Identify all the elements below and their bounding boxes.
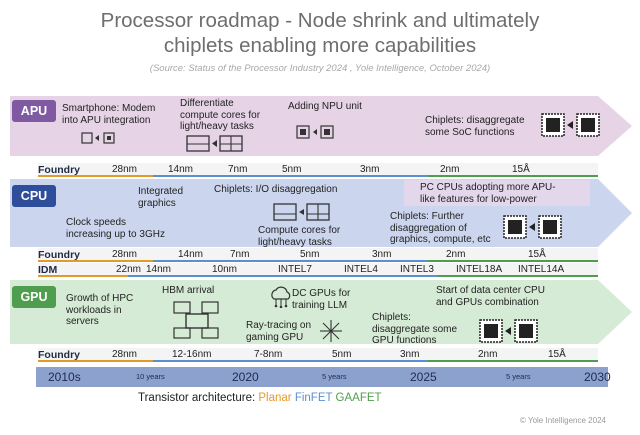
- cloud-network-icon: [271, 286, 291, 308]
- cpu-node: 7nm: [230, 249, 250, 260]
- cpu-node: 2nm: [446, 249, 466, 260]
- npu-chip-icon: [296, 125, 334, 139]
- firework-burst-icon: [320, 320, 342, 342]
- transistor-finfet: FinFET: [294, 392, 333, 404]
- cpu-text-chiplets: Chiplets: Further disaggregation of grap…: [390, 211, 491, 245]
- apu-text-differentiate: Differentiate compute cores for light/he…: [180, 98, 261, 132]
- cpu-text-pc: PC CPUs adopting more APU- like features…: [420, 182, 556, 205]
- idm-node: INTEL14A: [518, 264, 565, 275]
- gpu-text-hbm: HBM arrival: [162, 285, 215, 296]
- cpu-gaafet-segment: [428, 260, 598, 262]
- gpu-gaafet-segment: [428, 360, 598, 362]
- io-split-icon: [273, 203, 330, 221]
- page-title-line-1: Processor roadmap - Node shrink and ulti…: [100, 9, 540, 32]
- cpu-text-compute: Compute cores for light/heavy tasks: [258, 225, 341, 248]
- idm-node: INTEL7: [278, 264, 312, 275]
- gpu-timeline-label: Foundry: [38, 349, 80, 361]
- gpu-band: [10, 280, 632, 344]
- year-label: 2010s: [48, 370, 81, 384]
- transistor-legend-label: Transistor architecture:: [138, 392, 256, 404]
- cpu-label: CPU: [12, 185, 56, 207]
- cpu-highlight-box: [404, 180, 590, 206]
- gpu-text-dc: DC GPUs for training LLM: [292, 288, 351, 311]
- gpu-planar-segment: [38, 360, 153, 362]
- gpu-finfet-segment: [153, 360, 428, 362]
- gpu-text-hpc: Growth of HPC workloads in servers: [66, 293, 134, 327]
- gpu-node: 12-16nm: [172, 349, 212, 360]
- cpu-text-graphics: Integrated graphics: [138, 186, 184, 209]
- apu-gaafet-segment: [428, 175, 598, 177]
- gpu-node: 28nm: [112, 349, 138, 360]
- year-label: 2020: [232, 370, 259, 384]
- idm-finfet-segment: [128, 275, 438, 277]
- idm-gaafet-segment: [438, 275, 598, 277]
- apu-finfet-segment: [153, 175, 428, 177]
- source-note: (Source: Status of the Processor Industr…: [149, 63, 491, 74]
- apu-planar-segment: [38, 175, 153, 177]
- gpu-chiplet-icon: [479, 319, 538, 343]
- gpu-node: 7-8nm: [254, 349, 283, 360]
- cpu-planar-segment: [38, 260, 153, 262]
- cpu-text-clock: Clock speeds increasing up to 3GHz: [66, 217, 165, 240]
- cpu-timeline-label: Foundry: [38, 249, 80, 261]
- apu-node: 28nm: [112, 164, 138, 175]
- copyright-note: © Yole Intelligence 2024: [520, 416, 606, 425]
- apu-node: 3nm: [360, 164, 380, 175]
- apu-node: 5nm: [282, 164, 302, 175]
- gpu-node: 2nm: [478, 349, 498, 360]
- cpu-text-io: Chiplets: I/O disaggregation: [214, 184, 338, 195]
- year-label: 2025: [410, 370, 437, 384]
- apu-timeline: [38, 163, 598, 177]
- gpu-band-arrow: [10, 280, 632, 344]
- modem-chip-icon: [81, 132, 115, 144]
- apu-text-npu: Adding NPU unit: [288, 101, 362, 112]
- idm-timeline-label: IDM: [38, 264, 58, 276]
- gpu-timeline: [38, 348, 598, 362]
- apu-label: APU: [12, 100, 56, 122]
- cpu-node: 5nm: [300, 249, 320, 260]
- idm-node: INTEL3: [400, 264, 434, 275]
- gpu-label: GPU: [12, 286, 56, 308]
- apu-node: 2nm: [440, 164, 460, 175]
- gpu-node: 3nm: [400, 349, 420, 360]
- cpu-node: 15Å: [528, 249, 546, 260]
- gpu-text-start: Start of data center CPU and GPUs combin…: [436, 285, 545, 308]
- year-gap-label: 5 years: [322, 372, 347, 381]
- cpu-timeline: [38, 248, 598, 262]
- year-gap-label: 10 years: [136, 372, 165, 381]
- hbm-memory-icon: [173, 301, 219, 339]
- page-title-line-2: chiplets enabling more capabilities: [163, 34, 477, 57]
- apu-node: 14nm: [168, 164, 194, 175]
- year-label: 2030: [584, 370, 611, 384]
- transistor-planar: Planar: [258, 392, 292, 404]
- idm-node: INTEL18A: [456, 264, 503, 275]
- cpu-idm-timeline: [38, 263, 598, 277]
- gpu-node: 15Å: [548, 349, 566, 360]
- core-split-icon: [186, 135, 243, 152]
- idm-planar-segment: [38, 275, 128, 277]
- apu-node: 7nm: [228, 164, 248, 175]
- idm-node: 22nm: [116, 264, 142, 275]
- apu-text-modem: Smartphone: Modem into APU integration: [62, 103, 156, 126]
- transistor-gaafet: GAAFET: [335, 392, 382, 404]
- apu-timeline-label: Foundry: [38, 164, 80, 176]
- idm-node: 14nm: [146, 264, 172, 275]
- transistor-legend: Transistor architecture: Planar FinFET G…: [138, 391, 382, 405]
- apu-node: 15Å: [512, 164, 530, 175]
- gpu-text-raytracing: Ray-tracing on gaming GPU: [246, 320, 312, 343]
- apu-text-chiplets: Chiplets: disaggregate some SoC function…: [425, 115, 525, 138]
- gpu-text-chiplets: Chiplets: disaggregate some GPU function…: [372, 312, 458, 346]
- cpu-chiplet-icon: [503, 215, 562, 239]
- cpu-finfet-segment: [153, 260, 428, 262]
- idm-node: 10nm: [212, 264, 238, 275]
- idm-node: INTEL4: [344, 264, 378, 275]
- cpu-node: 28nm: [112, 249, 138, 260]
- soc-chiplet-icon: [541, 113, 600, 137]
- year-gap-label: 5 years: [506, 372, 531, 381]
- cpu-node: 14nm: [178, 249, 204, 260]
- cpu-node: 3nm: [372, 249, 392, 260]
- year-axis-bar: [36, 367, 608, 387]
- gpu-node: 5nm: [332, 349, 352, 360]
